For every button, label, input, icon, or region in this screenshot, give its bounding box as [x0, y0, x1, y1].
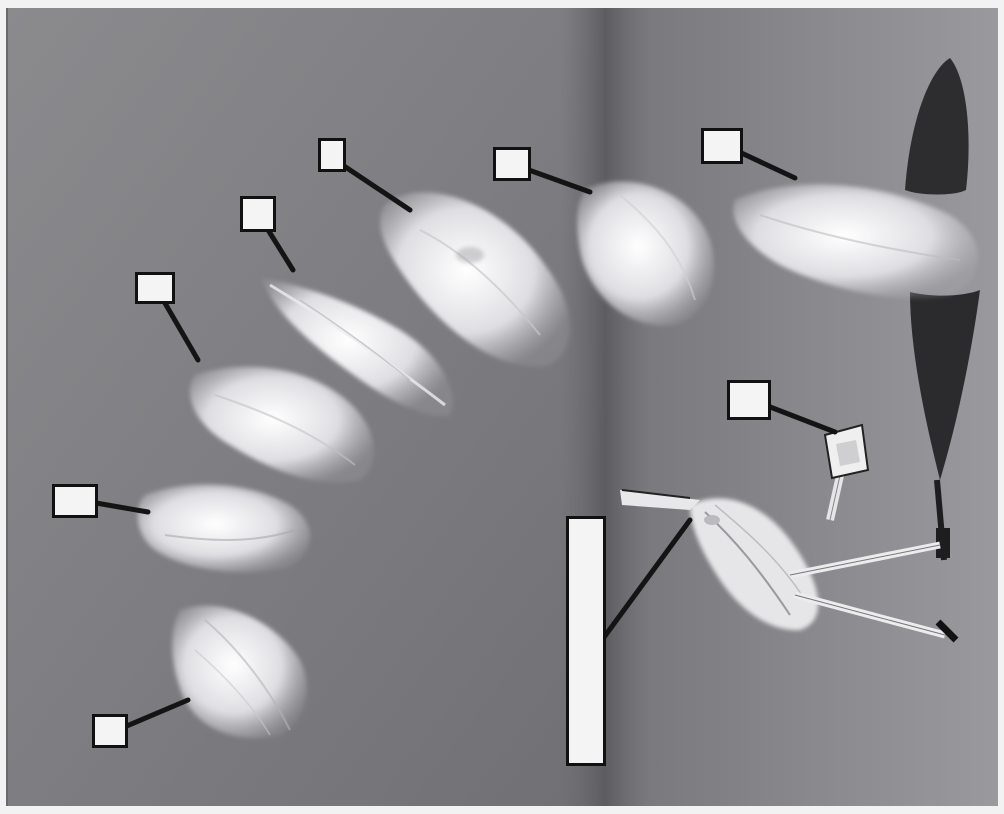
caption-label-vertical [566, 516, 606, 766]
specimen-label-3 [135, 272, 175, 304]
specimen-label-8 [727, 380, 771, 420]
specimen-label-4 [52, 484, 98, 518]
specimen-label-6 [493, 147, 531, 181]
specimen-label-5 [92, 714, 128, 748]
specimen-label-2 [240, 196, 276, 232]
specimen-label-1 [318, 138, 346, 172]
specimen-label-7 [701, 128, 743, 164]
